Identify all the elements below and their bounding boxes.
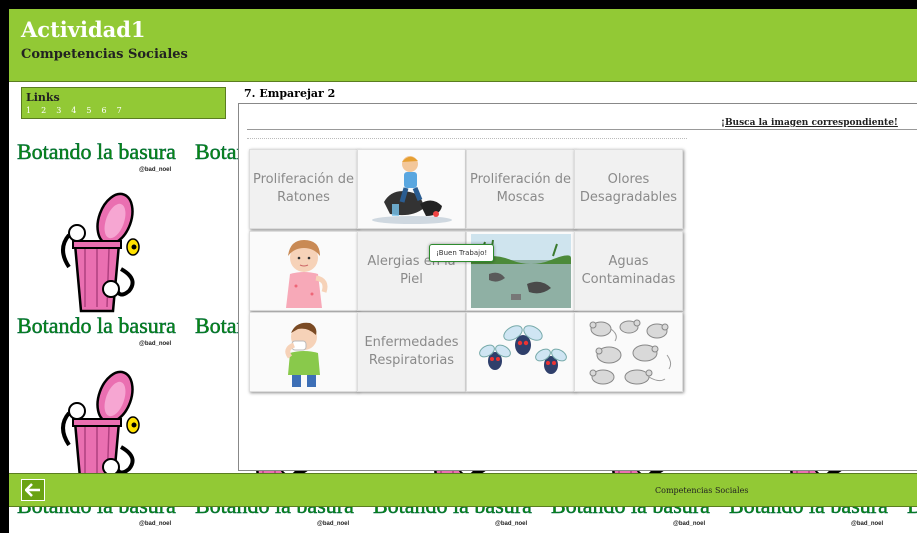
activity-hint: ¡Busca la imagen correspondiente!	[721, 118, 898, 128]
link-page-3[interactable]: 3	[56, 106, 62, 115]
match-card-image[interactable]	[574, 312, 683, 392]
page-subtitle: Competencias Sociales	[21, 47, 188, 62]
flies-image	[471, 315, 571, 389]
link-page-2[interactable]: 2	[41, 106, 47, 115]
wallpaper-caption: Botando la basura	[17, 139, 176, 165]
wallpaper-credit: @bad_noel	[139, 521, 172, 527]
wallpaper-credit: @bad_noel	[851, 521, 884, 527]
arrow-left-icon	[25, 483, 40, 497]
link-page-7[interactable]: 7	[116, 106, 122, 115]
match-card-image[interactable]	[466, 231, 575, 311]
match-card-image[interactable]	[249, 312, 358, 392]
match-card-text[interactable]: Alergias en la Piel	[357, 231, 466, 311]
link-page-5[interactable]: 5	[86, 106, 92, 115]
match-card-image[interactable]	[357, 149, 466, 229]
match-card-text[interactable]: Olores Desagradables	[574, 149, 683, 229]
link-page-1[interactable]: 1	[26, 106, 32, 115]
link-page-6[interactable]: 6	[101, 106, 107, 115]
activity-title: 7. Emparejar 2	[244, 87, 336, 100]
boy-trash-image	[362, 152, 462, 226]
links-label: Links	[26, 91, 60, 104]
wallpaper-credit: @bad_noel	[673, 521, 706, 527]
match-card-label: Proliferación de Ratones	[252, 172, 355, 205]
match-card-text[interactable]: Proliferación de Moscas	[466, 149, 575, 229]
footer-text: Competencias Sociales	[655, 486, 749, 495]
activity-panel: ¡Busca la imagen correspondiente! Prolif…	[238, 103, 917, 471]
trash-can-icon	[61, 370, 140, 491]
match-card-label: Aguas Contaminadas	[581, 254, 676, 287]
match-card-label: Enfermedades Respiratorias	[364, 335, 459, 368]
match-card-label: Olores Desagradables	[579, 172, 678, 205]
match-card-text[interactable]: Enfermedades Respiratorias	[357, 312, 466, 392]
header-bar: Actividad1 Competencias Sociales	[9, 9, 917, 82]
match-card-image[interactable]	[249, 231, 358, 311]
wallpaper-credit: @bad_noel	[139, 341, 172, 347]
match-card-image[interactable]	[466, 312, 575, 392]
divider	[247, 129, 917, 130]
trash-can-icon	[61, 192, 140, 313]
wallpaper-credit: @bad_noel	[317, 521, 350, 527]
links-pages: 1 2 3 4 5 6 7	[26, 106, 132, 115]
feedback-tooltip: ¡Buen Trabajo!	[429, 244, 495, 262]
link-page-4[interactable]: 4	[71, 106, 77, 115]
back-button[interactable]	[21, 479, 45, 501]
match-card-text[interactable]: Proliferación de Ratones	[249, 149, 358, 229]
page-title: Actividad1	[21, 17, 146, 42]
match-card-text[interactable]: Aguas Contaminadas	[574, 231, 683, 311]
footer-bar: Competencias Sociales	[9, 473, 917, 507]
wallpaper-caption: Botando la basura	[17, 313, 176, 339]
divider-dotted	[247, 138, 687, 139]
boy-coughing-image	[254, 315, 354, 389]
rats-image	[579, 315, 679, 389]
match-card-label: Proliferación de Moscas	[469, 172, 572, 205]
wallpaper-credit: @bad_noel	[495, 521, 528, 527]
girl-itching-image	[254, 234, 354, 308]
links-box: Links 1 2 3 4 5 6 7	[21, 87, 226, 119]
wallpaper-credit: @bad_noel	[139, 167, 172, 173]
